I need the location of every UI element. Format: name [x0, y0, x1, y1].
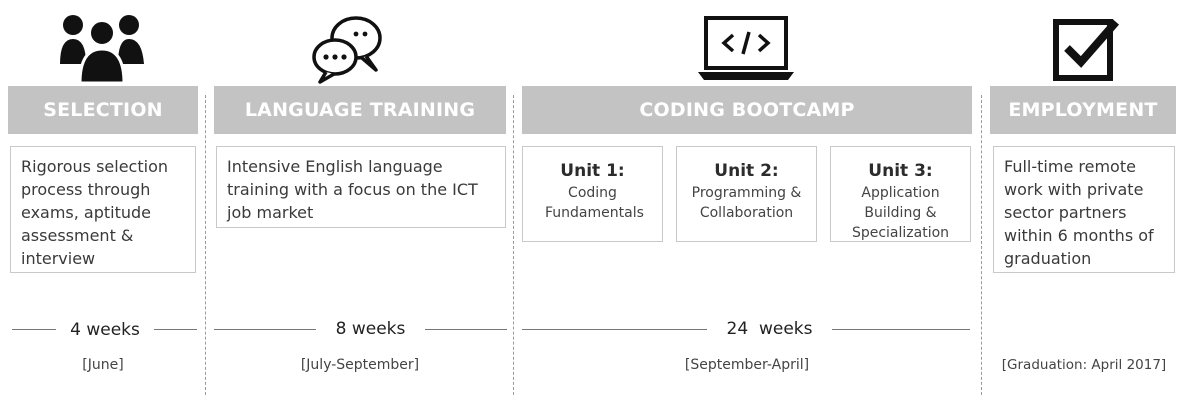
unit-3-box: Unit 3: Application Building & Specializ… [830, 146, 971, 242]
coding-bootcamp-duration: 24 weeks [726, 319, 813, 339]
people-group-icon [60, 15, 144, 84]
unit-2-box: Unit 2: Programming & Collaboration [676, 146, 817, 242]
unit-3-body: Application Building & Specialization [851, 185, 950, 241]
unit-1-title: Unit 1: [560, 161, 625, 181]
language-training-duration: 8 weeks [335, 319, 406, 339]
timeline-line [425, 329, 507, 330]
unit-3-title: Unit 3: [868, 161, 933, 181]
timeline-line [154, 329, 197, 330]
selection-header: SELECTION [8, 86, 198, 134]
employment-period: [Graduation: April 2017] [1001, 357, 1167, 373]
timeline-line [522, 329, 707, 330]
coding-bootcamp-period: [September-April] [684, 357, 810, 373]
language-training-period: [July-September] [300, 357, 420, 373]
employment-header: EMPLOYMENT [990, 86, 1176, 134]
stage-divider [205, 95, 206, 395]
language-training-description: Intensive English language training with… [216, 146, 506, 228]
stage-divider [513, 95, 514, 395]
unit-2-title: Unit 2: [714, 161, 779, 181]
speech-bubbles-icon [312, 16, 382, 84]
stage-divider [981, 95, 982, 395]
timeline-line [832, 329, 970, 330]
unit-1-body: Coding Fundamentals [545, 185, 644, 221]
coding-bootcamp-header: CODING BOOTCAMP [522, 86, 972, 134]
timeline-line [12, 329, 56, 330]
selection-duration: 4 weeks [70, 320, 140, 340]
selection-description: Rigorous selection process through exams… [10, 146, 196, 273]
checkbox-check-icon [1053, 19, 1120, 81]
timeline-line [214, 329, 316, 330]
employment-description: Full-time remote work with private secto… [993, 146, 1175, 273]
language-training-header: LANGUAGE TRAINING [214, 86, 506, 134]
unit-2-body: Programming & Collaboration [691, 185, 802, 221]
unit-1-box: Unit 1: Coding Fundamentals [522, 146, 663, 242]
selection-period: [June] [82, 357, 124, 373]
laptop-code-icon [698, 16, 794, 80]
